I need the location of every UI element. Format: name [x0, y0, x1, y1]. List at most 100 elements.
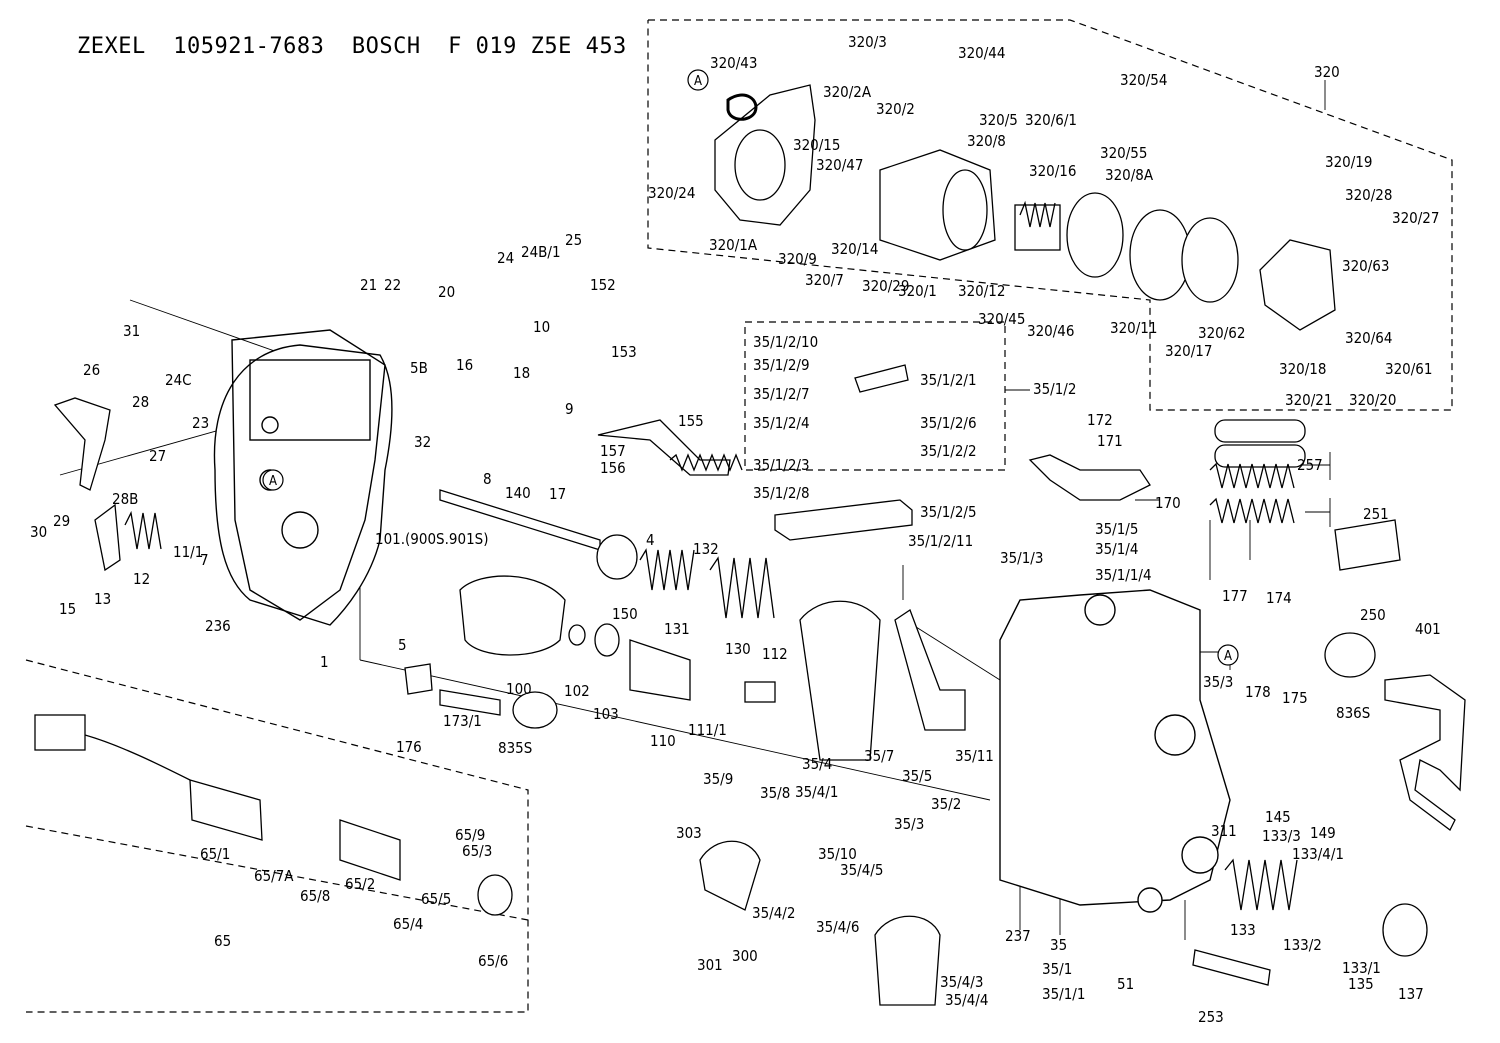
part-label: 171 [1097, 432, 1123, 450]
part-label: 320/62 [1198, 324, 1245, 342]
part-label: 140 [505, 484, 531, 502]
group-65-boundary [25, 659, 529, 1013]
spring-130 [709, 556, 775, 619]
part-label: 257 [1297, 456, 1323, 474]
part-label: 35/1/2 [1033, 380, 1076, 398]
part-label: 133 [1230, 921, 1256, 939]
part-label: 303 [676, 824, 702, 842]
part-label: 35/1/2/6 [920, 414, 977, 432]
part-label: 24C [165, 371, 192, 389]
part-label: 24B/1 [521, 243, 561, 261]
plug-176 [404, 663, 433, 695]
sleeve-65-2 [339, 819, 401, 881]
part-label: 28B [112, 490, 138, 508]
part-label: 320/61 [1385, 360, 1432, 378]
part-label: 5 [398, 636, 407, 654]
part-label: 320/20 [1349, 391, 1396, 409]
part-label: 320/12 [958, 282, 1005, 300]
sensor-65-1 [189, 779, 263, 841]
part-label: 320/46 [1027, 322, 1074, 340]
part-label: 22 [384, 276, 401, 294]
part-label: 23 [192, 414, 209, 432]
springs-251 [1209, 462, 1295, 524]
part-label: 35/4/6 [816, 918, 859, 936]
part-label: 320/1A [709, 236, 758, 254]
spring-133 [1224, 858, 1298, 911]
end-cover-320-18 [1259, 239, 1336, 331]
o-ring-320-43 [726, 93, 758, 121]
part-label: 65/5 [421, 890, 451, 908]
cam-ring-100 [459, 575, 566, 656]
part-label: 35/4/5 [840, 861, 883, 879]
spring-131 [639, 548, 695, 591]
lever-170 [1028, 454, 1151, 501]
part-label: 130 [725, 640, 751, 658]
cover-assembly-320 [714, 84, 1336, 331]
part-label: 155 [678, 412, 704, 430]
part-label: 65/4 [393, 915, 423, 933]
part-label: 35/1 [1042, 960, 1072, 978]
part-label: 401 [1415, 620, 1441, 638]
pump-housing-left [213, 329, 393, 626]
part-label: 35/1/1/4 [1095, 566, 1152, 584]
diaphragm-320-17 [1129, 209, 1191, 301]
part-label: 835S [498, 739, 532, 757]
part-label: 133/4/1 [1292, 845, 1344, 863]
part-label: 65/6 [478, 952, 508, 970]
seal-65-6 [477, 874, 513, 916]
part-label: 5B [410, 359, 428, 377]
part-label: 32 [414, 433, 431, 451]
part-label: 35/1/2/4 [753, 414, 810, 432]
part-label: 20 [438, 283, 455, 301]
part-label: 320/7 [805, 271, 844, 289]
part-label: 35/3 [894, 815, 924, 833]
part-label: 320/27 [1392, 209, 1439, 227]
seal-320-62 [1181, 217, 1239, 303]
part-label: 35/1/4 [1095, 540, 1138, 558]
part-label: 8 [483, 470, 492, 488]
part-label: 18 [513, 364, 530, 382]
part-label: 170 [1155, 494, 1181, 512]
part-label: 320/21 [1285, 391, 1332, 409]
stud-253 [1192, 949, 1271, 986]
part-label: 320/16 [1029, 162, 1076, 180]
group-boundaries [25, 19, 1453, 1013]
part-label: 35/8 [760, 784, 790, 802]
group-320-boundary [647, 19, 1453, 411]
part-label: 35/5 [902, 767, 932, 785]
part-label: 35/7 [864, 747, 894, 765]
part-label: 7 [200, 551, 209, 569]
lever-35-5 [894, 609, 966, 731]
part-label: 320/9 [778, 250, 817, 268]
lever-26 [53, 397, 111, 491]
part-label: 320/14 [831, 240, 878, 258]
part-label: 320/1 [898, 282, 937, 300]
part-label: 65/3 [462, 842, 492, 860]
callout-a-text-1: A [694, 74, 702, 89]
housing-top-flange [249, 359, 371, 441]
part-label: 300 [732, 947, 758, 965]
part-label: 320/11 [1110, 319, 1157, 337]
cylinder-bore-320 [942, 169, 988, 251]
part-label: 51 [1117, 975, 1134, 993]
housing-bore [281, 511, 319, 549]
part-label: 177 [1222, 587, 1248, 605]
part-label: 320/29 [862, 277, 909, 295]
part-label: 301 [697, 956, 723, 974]
part-label: 35/4/1 [795, 783, 838, 801]
part-label: 31 [123, 322, 140, 340]
part-label: 35/1/2/8 [753, 484, 810, 502]
diagram-title: ZEXEL 105921-7683 BOSCH F 019 Z5E 453 [77, 34, 627, 59]
part-label: 35/1/2/5 [920, 503, 977, 521]
part-label: 25 [565, 231, 582, 249]
boundary-line-a [25, 825, 529, 921]
lever-35-1-2-1 [854, 364, 909, 393]
part-label: 65 [214, 932, 231, 950]
plug-835s [512, 691, 558, 729]
part-label: 9 [565, 400, 574, 418]
part-label: 110 [650, 732, 676, 750]
part-label: 35/10 [818, 845, 857, 863]
part-label: 35/1/2/11 [908, 532, 973, 550]
part-label: 27 [149, 447, 166, 465]
